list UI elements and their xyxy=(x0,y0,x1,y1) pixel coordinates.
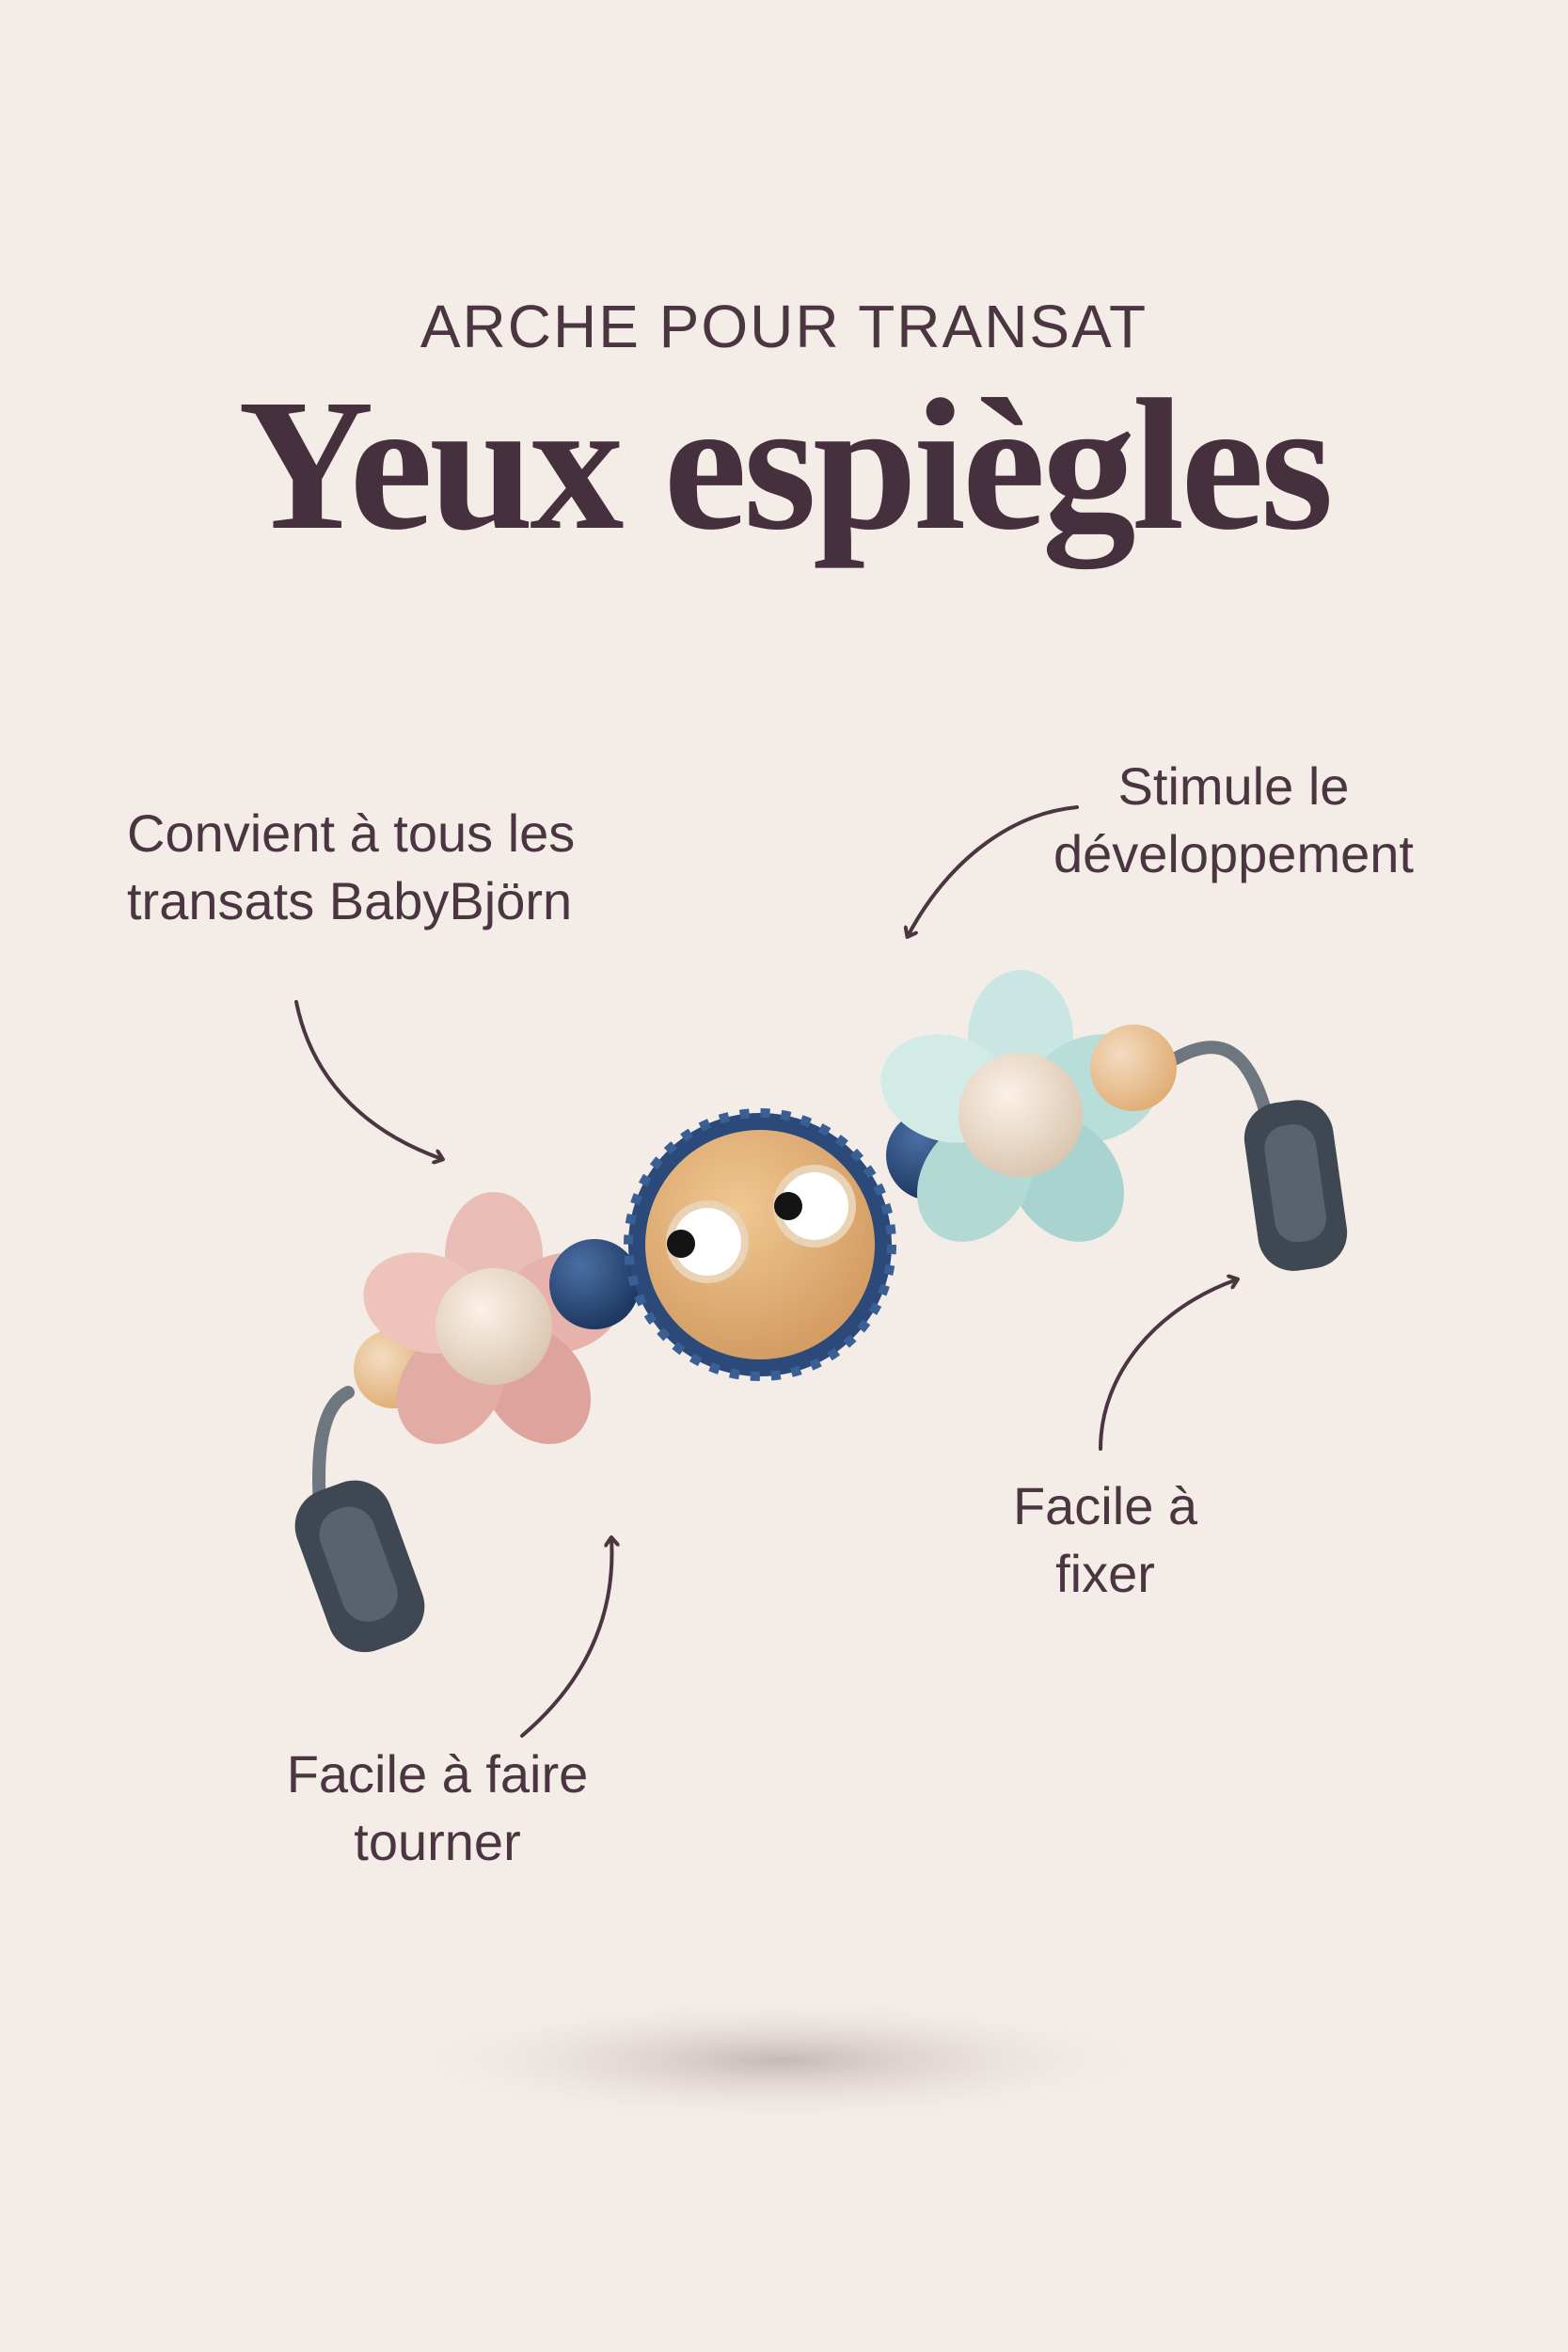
callout-compatible: Convient à tous les transats BabyBjörn xyxy=(127,800,575,934)
callout-rotate: Facile à faire tourner xyxy=(254,1740,621,1875)
arrow-compatible xyxy=(294,1000,442,1159)
wood-bead-right xyxy=(1090,1025,1177,1111)
eye-right-icon xyxy=(773,1165,856,1248)
callout-line: Convient à tous les xyxy=(127,803,576,863)
product-headline: Yeux espiègles xyxy=(238,361,1334,569)
callout-line: développement xyxy=(1053,823,1414,883)
arrow-development xyxy=(908,805,1079,936)
left-clip xyxy=(294,1480,425,1653)
product-eyebrow: ARCHE POUR TRANSAT xyxy=(420,293,1148,360)
callout-line: Facile à faire xyxy=(286,1744,589,1804)
callout-line: Facile à xyxy=(1012,1476,1198,1535)
callout-line: Stimule le xyxy=(1117,756,1350,816)
right-clip xyxy=(1243,1100,1348,1271)
callout-line: tourner xyxy=(354,1811,521,1871)
pink-flower xyxy=(363,1192,625,1444)
navy-bead-left xyxy=(549,1239,640,1329)
mint-flower xyxy=(880,970,1161,1242)
callout-line: fixer xyxy=(1055,1543,1155,1603)
callout-line: transats BabyBjörn xyxy=(127,870,573,930)
arrow-attach xyxy=(1099,1279,1237,1451)
floor-shadow xyxy=(386,1994,1176,2126)
eye-left-icon xyxy=(666,1200,749,1283)
callout-development: Stimule le développement xyxy=(1053,753,1414,887)
right-wire xyxy=(1169,1041,1276,1136)
left-wire xyxy=(312,1386,355,1512)
arrow-rotate xyxy=(520,1538,611,1738)
callout-attach: Facile à fixer xyxy=(1006,1472,1204,1607)
